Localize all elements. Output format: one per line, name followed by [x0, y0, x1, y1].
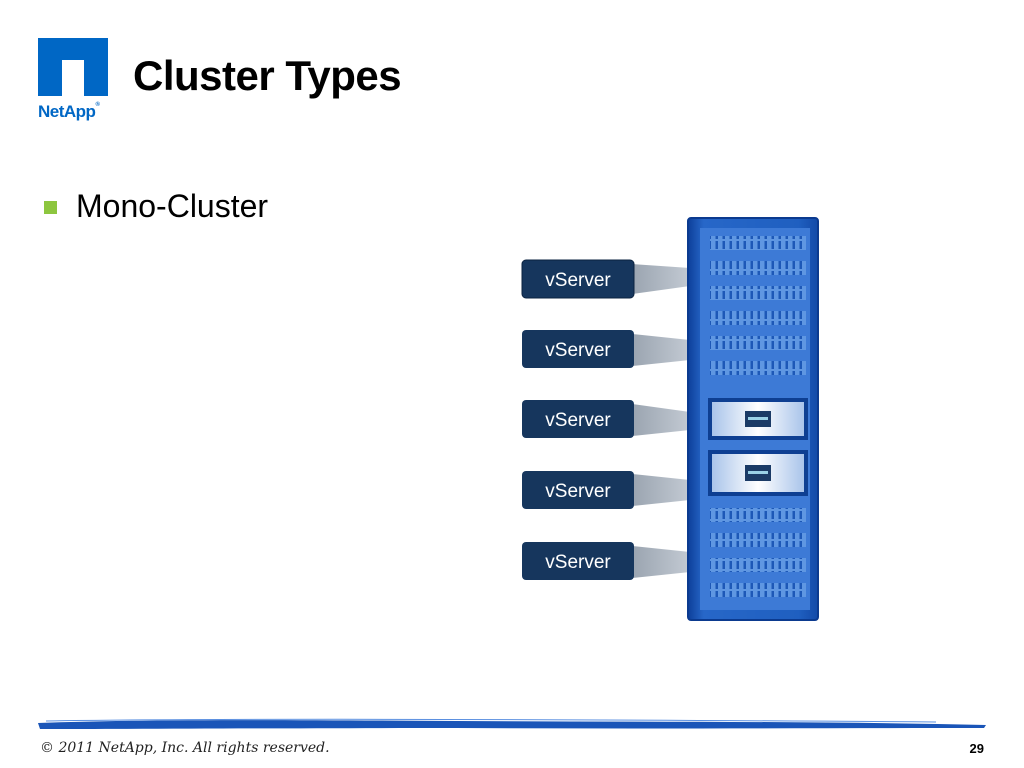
vserver-label: vServer: [545, 270, 611, 291]
connector-beam: [632, 264, 690, 294]
vserver-box: vServer: [521, 259, 635, 299]
netapp-logo: NetApp®: [38, 38, 114, 124]
vserver-box: vServer: [522, 542, 634, 580]
netapp-logo-mark-icon: [38, 38, 108, 96]
vserver-label: vServer: [545, 481, 611, 502]
page-number: 29: [969, 741, 984, 756]
controller-units: [708, 398, 808, 496]
connector-beams: [632, 264, 690, 578]
vserver-boxes: vServer vServer vServer vServer vServer: [521, 259, 635, 580]
connector-beam: [632, 404, 690, 436]
footer-rule: [38, 718, 986, 729]
slide-title: Cluster Types: [133, 52, 402, 99]
vserver-box: vServer: [522, 471, 634, 509]
bullet-square-icon: [44, 201, 57, 214]
bullet-text: Mono-Cluster: [76, 188, 269, 224]
vserver-box: vServer: [522, 400, 634, 438]
copyright-text: © 2011 NetApp, Inc. All rights reserved.: [40, 740, 330, 756]
vserver-box: vServer: [522, 330, 634, 368]
connector-beam: [632, 546, 690, 578]
vserver-label: vServer: [545, 552, 611, 573]
connector-beam: [632, 334, 690, 366]
vserver-label: vServer: [545, 410, 611, 431]
vserver-label: vServer: [545, 340, 611, 361]
drive-shelves-lower: [710, 508, 806, 597]
logo-wordmark: NetApp®: [38, 102, 100, 121]
drive-shelves-upper: [710, 236, 806, 375]
connector-beam: [632, 474, 690, 506]
storage-cabinet-icon: [687, 217, 819, 621]
